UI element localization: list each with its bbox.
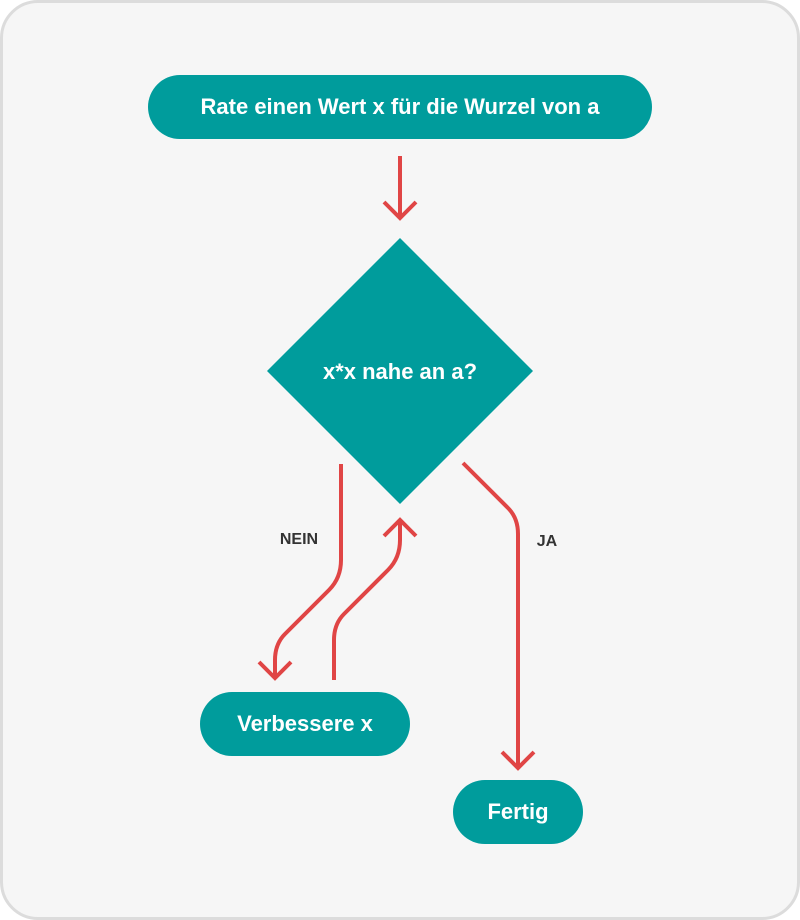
improve-node-label: Verbessere x: [237, 711, 374, 736]
start-node: Rate einen Wert x für die Wurzel von a: [148, 75, 652, 139]
done-node-label: Fertig: [487, 799, 548, 824]
arrow-loop-line: [332, 520, 402, 680]
arrow-no-line: [273, 464, 343, 678]
arrow-start-to-decision: [382, 156, 418, 221]
arrow-loop-head: [382, 517, 418, 538]
decision-node: x*x nahe an a?: [267, 238, 533, 504]
arrow-start-to-decision-head: [382, 200, 418, 221]
improve-node: Verbessere x: [200, 692, 410, 756]
done-node: Fertig: [453, 780, 583, 844]
start-node-shape: [148, 75, 652, 139]
improve-node-shape: [200, 692, 410, 756]
arrow-no-head: [257, 660, 293, 681]
arrow-no-to-improve: [257, 464, 343, 681]
no-edge-label: NEIN: [280, 531, 318, 548]
start-node-label: Rate einen Wert x für die Wurzel von a: [201, 94, 601, 119]
arrow-improve-to-decision: [332, 517, 418, 680]
done-node-shape: [453, 780, 583, 844]
decision-node-shape: [267, 238, 533, 504]
yes-edge-label: JA: [537, 533, 558, 550]
arrow-yes-to-done: [461, 461, 536, 771]
decision-node-label: x*x nahe an a?: [323, 359, 477, 384]
arrow-yes-head: [500, 750, 536, 771]
arrow-yes-line: [461, 461, 520, 768]
